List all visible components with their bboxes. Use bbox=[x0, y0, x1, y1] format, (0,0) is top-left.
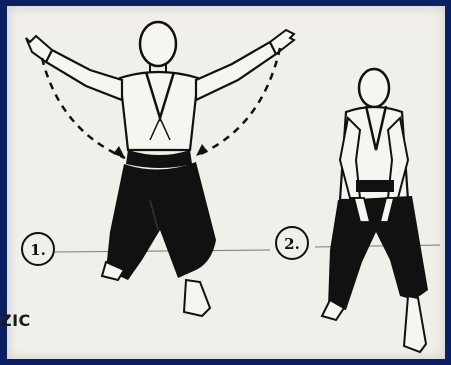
step-label-1-text: 1. bbox=[30, 241, 46, 259]
figure-1-belt bbox=[126, 150, 192, 168]
figure-2-belt bbox=[356, 180, 394, 192]
ground-line-1 bbox=[55, 250, 270, 252]
figure-1-right-arm bbox=[196, 42, 276, 100]
figure-2-back-foot bbox=[404, 296, 426, 352]
figure-1-right-hand bbox=[270, 30, 294, 54]
figure-1 bbox=[26, 22, 294, 316]
figure-2-hakama bbox=[328, 196, 428, 310]
figure-2-head bbox=[359, 69, 389, 107]
corner-text-fragment: ZIC bbox=[0, 311, 31, 330]
figure-1-left-arm bbox=[46, 50, 122, 100]
figure-2 bbox=[322, 69, 428, 352]
figure-1-back-foot bbox=[184, 280, 210, 316]
step-label-2-text: 2. bbox=[284, 235, 300, 253]
figure-1-hakama bbox=[106, 162, 216, 280]
figure-1-left-hand bbox=[26, 36, 52, 62]
figure-1-head bbox=[140, 22, 176, 66]
